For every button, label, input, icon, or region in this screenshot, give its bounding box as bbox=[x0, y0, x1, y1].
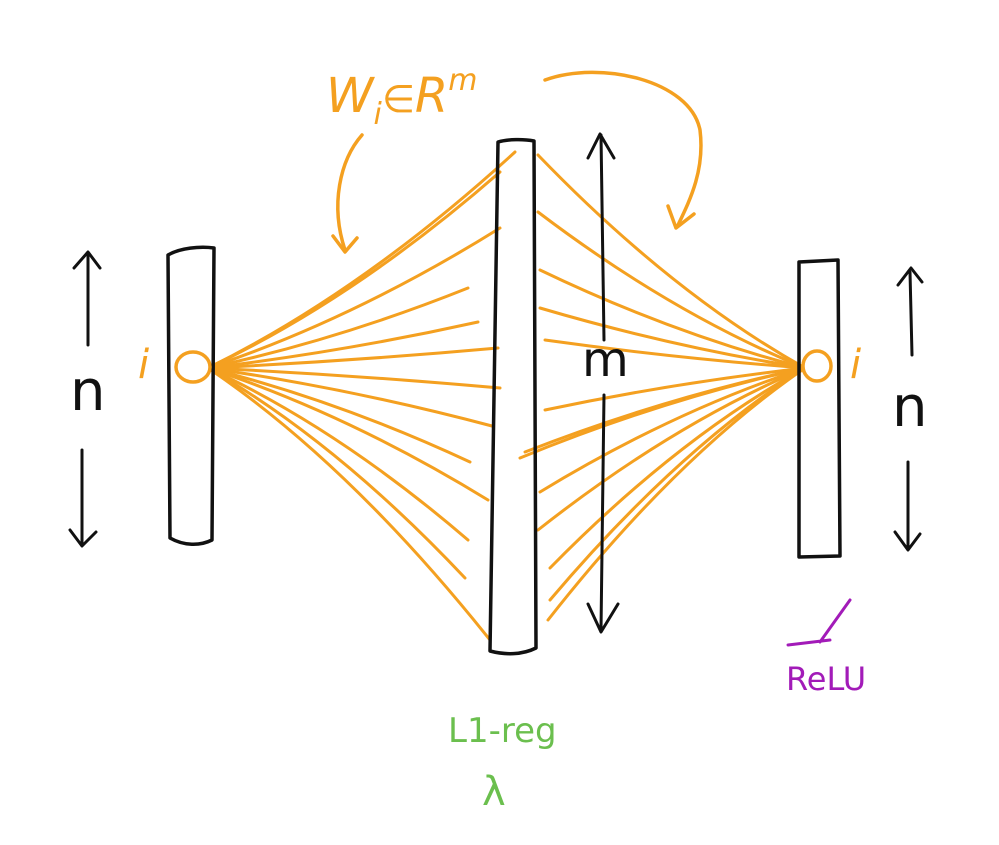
connection-line bbox=[546, 366, 807, 622]
weight-symbol: W bbox=[326, 68, 375, 124]
connection-line bbox=[536, 153, 807, 370]
connection-line bbox=[206, 366, 472, 464]
regularization-label: L1-reg bbox=[448, 711, 557, 751]
connection-line bbox=[548, 366, 807, 570]
weight-superscript: m bbox=[448, 63, 477, 98]
connection-line bbox=[206, 366, 494, 428]
hidden-dimension-label: m bbox=[582, 332, 629, 388]
weight-space: R bbox=[415, 68, 448, 124]
connection-line bbox=[206, 366, 490, 502]
activation-label: ReLU bbox=[786, 660, 866, 698]
encoder-connections bbox=[206, 150, 517, 642]
weight-label: Wi∈Rm bbox=[326, 63, 478, 132]
connection-line bbox=[206, 366, 467, 580]
lambda-label: λ bbox=[482, 769, 506, 815]
output-index-label: i bbox=[850, 342, 861, 388]
connection-line bbox=[536, 210, 807, 370]
output-neuron bbox=[801, 349, 833, 383]
connection-line bbox=[206, 346, 500, 370]
connection-line bbox=[206, 150, 517, 370]
input-index-label: i bbox=[138, 342, 149, 388]
output-layer-bar bbox=[797, 258, 842, 559]
hidden-layer-bar bbox=[488, 137, 538, 656]
decoder-connections bbox=[518, 153, 807, 622]
connection-line bbox=[536, 366, 807, 532]
connection-line bbox=[543, 366, 807, 412]
connection-line bbox=[206, 366, 492, 642]
left-dimension-label: n bbox=[70, 359, 106, 424]
connection-line bbox=[518, 366, 807, 460]
weight-arrows bbox=[331, 70, 703, 254]
connection-line bbox=[206, 286, 470, 370]
right-dimension-label: n bbox=[892, 375, 928, 440]
weight-subscript: i bbox=[373, 97, 382, 132]
connection-line bbox=[206, 366, 470, 542]
connection-line bbox=[538, 306, 807, 370]
connection-line bbox=[538, 366, 807, 494]
input-neuron bbox=[174, 350, 212, 384]
dimension-arrows bbox=[68, 132, 924, 634]
connection-line bbox=[538, 268, 807, 370]
connection-line bbox=[543, 338, 807, 370]
input-layer-bar bbox=[166, 245, 216, 546]
connection-line bbox=[206, 366, 502, 390]
weight-element-of: ∈ bbox=[382, 77, 415, 121]
relu-pointer bbox=[786, 598, 852, 647]
connection-line bbox=[206, 226, 502, 370]
connection-line bbox=[206, 170, 502, 370]
connection-line bbox=[206, 320, 480, 370]
